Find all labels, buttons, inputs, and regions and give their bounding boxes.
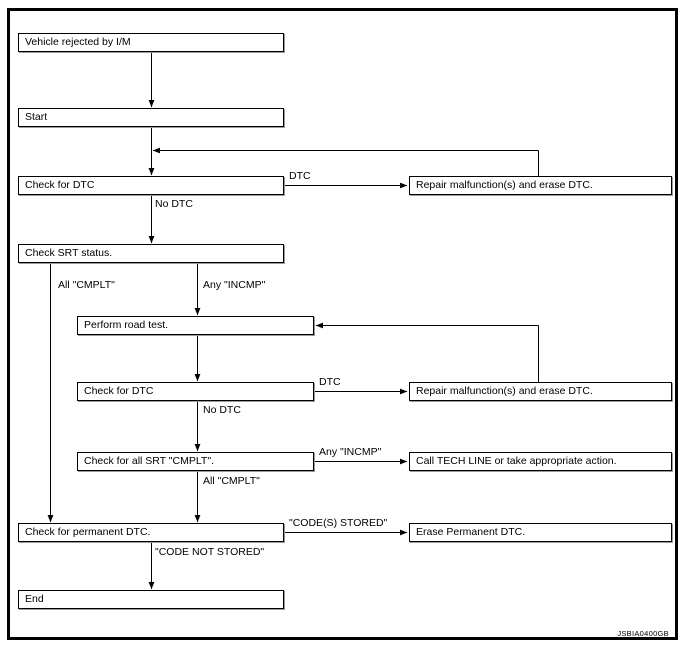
- edge-label-any-incmp-1: Any "INCMP": [203, 279, 266, 291]
- edge-label-code-not-stored: "CODE NOT STORED": [155, 546, 265, 558]
- node-check-dtc-1[interactable]: Check for DTC: [18, 176, 284, 195]
- node-label: Check for DTC: [84, 385, 154, 398]
- edge-label-all-cmplt-1: All "CMPLT": [58, 279, 115, 291]
- node-check-dtc-2[interactable]: Check for DTC: [77, 382, 314, 401]
- node-check-permanent-dtc[interactable]: Check for permanent DTC.: [18, 523, 284, 542]
- node-check-srt-status[interactable]: Check SRT status.: [18, 244, 284, 263]
- edge-label-codes-stored: "CODE(S) STORED": [289, 517, 388, 529]
- node-label: Vehicle rejected by I/M: [25, 36, 131, 49]
- node-perform-road-test[interactable]: Perform road test.: [77, 316, 314, 335]
- node-label: Call TECH LINE or take appropriate actio…: [416, 455, 617, 468]
- node-label: End: [25, 593, 44, 606]
- node-call-tech-line[interactable]: Call TECH LINE or take appropriate actio…: [409, 452, 672, 471]
- node-repair-malfunctions-2[interactable]: Repair malfunction(s) and erase DTC.: [409, 382, 672, 401]
- edge-label-all-cmplt-2: All "CMPLT": [203, 475, 260, 487]
- node-label: Check for all SRT "CMPLT".: [84, 455, 214, 468]
- node-start[interactable]: Start: [18, 108, 284, 127]
- node-label: Repair malfunction(s) and erase DTC.: [416, 385, 593, 398]
- node-label: Erase Permanent DTC.: [416, 526, 526, 539]
- node-label: Check for permanent DTC.: [25, 526, 151, 539]
- node-check-all-srt-cmplt[interactable]: Check for all SRT "CMPLT".: [77, 452, 314, 471]
- edge-label-no-dtc-1: No DTC: [155, 198, 193, 210]
- edge-label-any-incmp-2: Any "INCMP": [319, 446, 382, 458]
- node-label: Start: [25, 111, 48, 124]
- node-label: Perform road test.: [84, 319, 169, 332]
- edge-label-no-dtc-2: No DTC: [203, 404, 241, 416]
- figure-reference-code: JSBIA0400GB: [617, 629, 669, 638]
- node-end[interactable]: End: [18, 590, 284, 609]
- node-label: Repair malfunction(s) and erase DTC.: [416, 179, 593, 192]
- node-repair-malfunctions-1[interactable]: Repair malfunction(s) and erase DTC.: [409, 176, 672, 195]
- node-label: Check for DTC: [25, 179, 95, 192]
- node-vehicle-rejected[interactable]: Vehicle rejected by I/M: [18, 33, 284, 52]
- edge-label-dtc-1: DTC: [289, 170, 311, 182]
- node-label: Check SRT status.: [25, 247, 113, 260]
- node-erase-permanent-dtc[interactable]: Erase Permanent DTC.: [409, 523, 672, 542]
- edge-label-dtc-2: DTC: [319, 376, 341, 388]
